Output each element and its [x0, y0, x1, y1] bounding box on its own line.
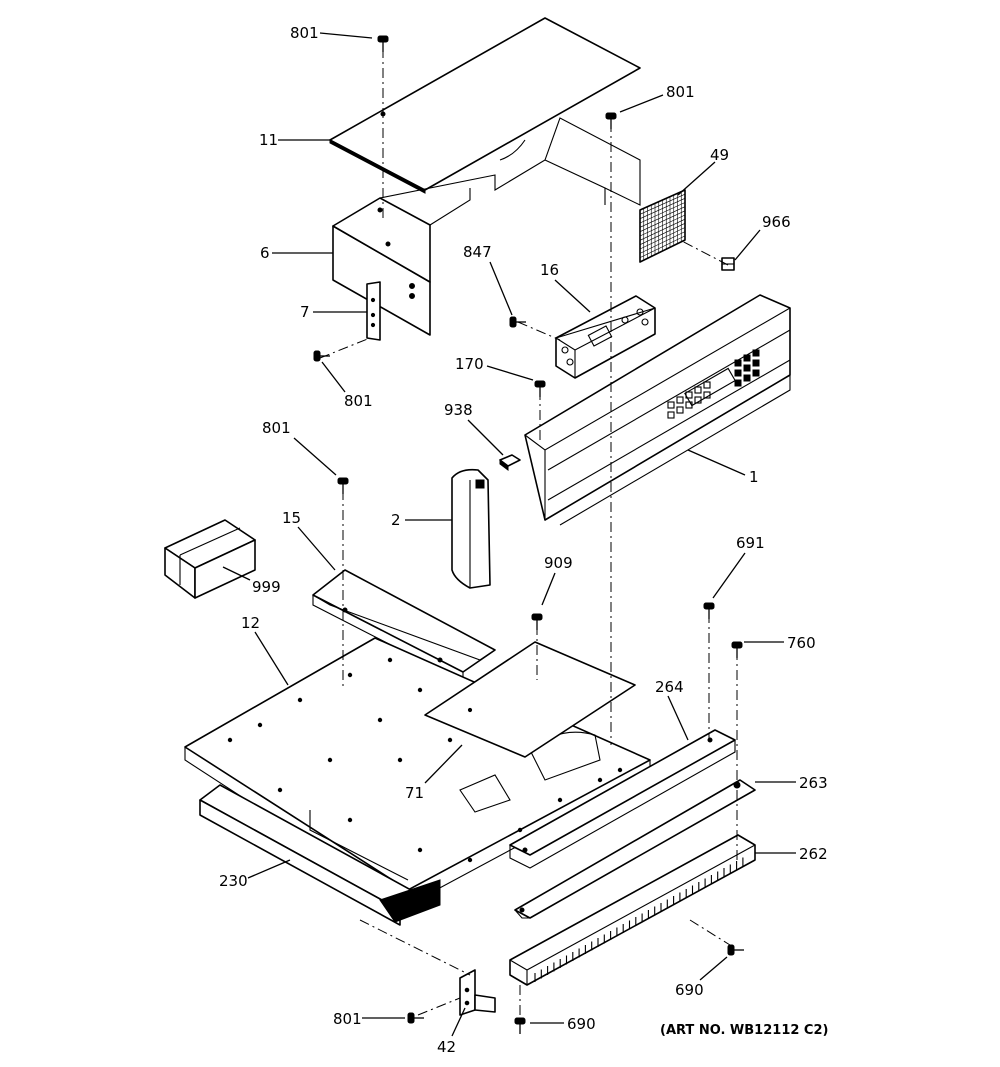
callout-c08: 966 [734, 213, 791, 261]
callout-c06: 801 [619, 83, 695, 113]
callout-label: 16 [540, 261, 559, 279]
screw-icon [509, 316, 526, 328]
callout-c03: 6 [260, 244, 333, 262]
callout-label: 7 [300, 303, 310, 321]
callout-c15: 2 [391, 511, 452, 529]
callout-c12: 938 [444, 401, 504, 456]
part-7-bracket [366, 281, 381, 341]
part-966-clip [721, 257, 735, 271]
part-6-bracket-frame [332, 117, 641, 336]
screw-icon [727, 944, 744, 956]
callout-c23: 71 [405, 744, 463, 802]
callout-c13: 1 [687, 449, 759, 486]
screw-icon [703, 602, 715, 619]
callout-label: 999 [252, 578, 281, 596]
callout-label: 15 [282, 509, 301, 527]
callout-c11: 170 [455, 355, 534, 381]
callout-label: 690 [567, 1015, 596, 1033]
screw-icon [407, 1012, 424, 1024]
callout-label: 1 [749, 468, 759, 486]
callout-c24: 263 [755, 774, 828, 792]
screw-icon [514, 1017, 526, 1034]
callout-c22: 264 [655, 678, 689, 741]
part-49-mesh-filter [639, 189, 686, 263]
callout-c27: 690 [675, 956, 728, 999]
screw-icon [534, 380, 546, 397]
callout-label: 11 [259, 131, 278, 149]
screw-icon [377, 35, 389, 52]
screw-icon [313, 350, 330, 362]
screw-icon [531, 613, 543, 630]
callout-label: 262 [799, 845, 828, 863]
callout-label: 42 [437, 1038, 456, 1056]
callout-label: 760 [787, 634, 816, 652]
callout-label: 690 [675, 981, 704, 999]
callout-c09: 847 [463, 243, 513, 316]
callout-c14: 801 [262, 419, 337, 476]
part-999-kit-box [164, 519, 256, 599]
callout-c04: 7 [300, 303, 367, 321]
callout-label: 801 [333, 1010, 362, 1028]
screw-icon [731, 641, 743, 658]
callout-label: 263 [799, 774, 828, 792]
part-71-insulation [424, 641, 636, 758]
part-1-control-panel [524, 294, 791, 526]
callout-c26: 230 [219, 859, 291, 890]
callout-c19: 691 [712, 534, 765, 599]
part-264-rail [509, 729, 736, 869]
art-number: (ART NO. WB12112 C2) [660, 1023, 828, 1038]
callout-label: 2 [391, 511, 401, 529]
part-938-clip [499, 454, 521, 471]
callout-label: 801 [666, 83, 695, 101]
callout-label: 6 [260, 244, 270, 262]
callout-c16: 15 [282, 509, 336, 571]
callout-c17: 999 [222, 566, 281, 596]
part-263-trim [514, 779, 756, 919]
callout-label: 170 [455, 355, 484, 373]
callout-label: 966 [762, 213, 791, 231]
callout-c07: 49 [677, 146, 729, 196]
part-262-vent-grille [509, 834, 756, 986]
callout-c10: 16 [540, 261, 591, 313]
callout-label: 801 [344, 392, 373, 410]
callout-label: 71 [405, 784, 424, 802]
callout-c21: 12 [241, 614, 289, 686]
screw-icon [605, 112, 617, 129]
part-11-top-panel [329, 17, 641, 194]
callout-c02: 11 [259, 131, 330, 149]
callout-c29: 690 [530, 1015, 596, 1033]
callout-label: 801 [262, 419, 291, 437]
callout-label: 938 [444, 401, 473, 419]
callout-label: 801 [290, 24, 319, 42]
callout-c05: 801 [321, 361, 373, 410]
callout-label: 847 [463, 243, 492, 261]
callout-label: 12 [241, 614, 260, 632]
callout-c30: 42 [437, 1007, 466, 1056]
part-2-endcap [451, 468, 491, 589]
callout-label: 49 [710, 146, 729, 164]
callout-c25: 262 [755, 845, 828, 863]
callout-c20: 760 [744, 634, 816, 652]
screw-icon [337, 477, 349, 494]
fasteners [313, 35, 744, 1034]
callout-label: 909 [544, 554, 573, 572]
callout-c28: 801 [333, 1010, 405, 1028]
callout-label: 230 [219, 872, 248, 890]
callout-c18: 909 [541, 554, 573, 606]
part-230-heat-shield [199, 784, 441, 926]
part-42-bracket [459, 969, 496, 1016]
callout-label: 264 [655, 678, 684, 696]
assembly-lines [319, 48, 738, 1018]
callout-c01: 801 [290, 24, 373, 42]
part-16-control-board [554, 295, 656, 379]
callout-label: 691 [736, 534, 765, 552]
